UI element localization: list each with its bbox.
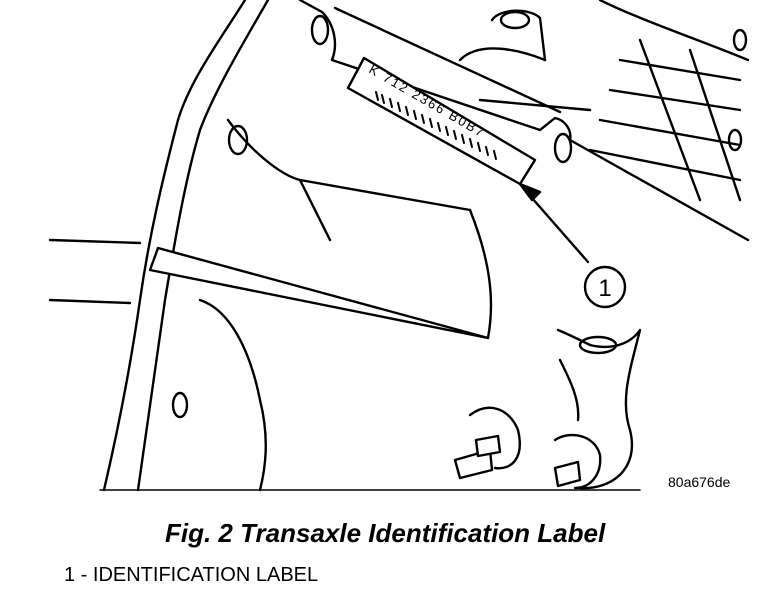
rib-3 — [598, 118, 742, 147]
bolt-hole-right — [727, 128, 743, 152]
callout-arrow-head — [518, 182, 542, 202]
stud-boss-right — [553, 433, 602, 490]
callout-arrow-line — [523, 188, 590, 264]
bolt-hole-flange — [553, 132, 573, 164]
bolt-hole-top — [310, 14, 330, 46]
transaxle-illustration: K 712 2366 B0B7 1 80a676de — [48, 0, 750, 492]
bellhousing-edge — [598, 0, 750, 62]
rib-4 — [588, 148, 742, 182]
rib-7 — [478, 98, 592, 112]
flange-edge — [333, 6, 562, 114]
bolt-hole-left — [171, 391, 189, 419]
rib-5 — [638, 38, 702, 202]
stud-boss-left — [468, 406, 521, 470]
bellhousing-boss — [490, 9, 547, 62]
figure-caption: Fig. 2 Transaxle Identification Label — [165, 518, 606, 548]
housing-outline — [102, 0, 247, 492]
housing-inner-edge — [136, 0, 270, 492]
bracket-hole — [578, 335, 618, 355]
housing-interior-3 — [468, 208, 493, 340]
mount-line-upper — [48, 238, 142, 245]
label-barcode-marks — [375, 91, 497, 160]
rib-1 — [618, 58, 742, 82]
stud-nut-left — [474, 434, 502, 458]
rib-8 — [458, 47, 547, 62]
rib-6 — [688, 48, 742, 202]
bracket-right — [556, 328, 642, 490]
housing-rib — [148, 246, 490, 340]
figure-code: 80a676de — [668, 474, 731, 490]
rib-2 — [608, 88, 742, 112]
housing-interior-2 — [298, 178, 332, 242]
legend-item: 1 - IDENTIFICATION LABEL — [64, 564, 319, 586]
housing-interior-4 — [198, 298, 267, 492]
top-flange — [298, 0, 750, 242]
bracket-neck — [558, 358, 580, 422]
stud-nut-right — [553, 460, 582, 488]
callout-circle — [583, 265, 627, 309]
callout-number: 1 — [598, 275, 611, 302]
mount-line-lower — [48, 298, 132, 305]
bellhousing-bolt — [499, 10, 531, 30]
bolt-hole-upper-left — [227, 124, 249, 156]
bolt-hole-upper-right — [732, 28, 748, 52]
